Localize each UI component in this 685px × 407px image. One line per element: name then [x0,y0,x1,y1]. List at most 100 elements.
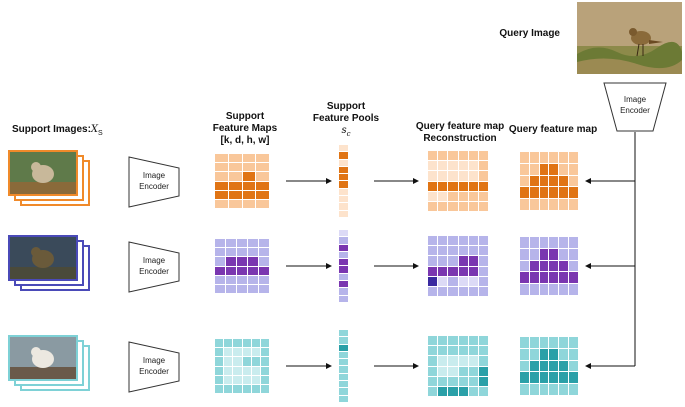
grid-cell [448,246,458,256]
grid-cell [468,161,478,171]
grid-cell [428,201,438,211]
grid-cell [224,339,233,348]
grid-cell [215,199,228,208]
grid-cell [448,236,458,246]
grid-cell [539,248,549,260]
grid-cell [260,348,269,357]
grid-cell [260,366,269,375]
grid-cell [529,360,539,372]
grid-cell [215,172,228,181]
grid-cell [248,257,258,266]
grid-cell [215,375,224,384]
grid-cell [559,152,569,163]
grid-cell [478,246,488,256]
grid-cell [259,239,269,248]
grid-cell [468,376,478,386]
grid-cell [448,201,458,211]
grid-cell [478,346,488,356]
grid-cell [559,348,569,360]
grid-cell [428,346,438,356]
encoder-label-line1: Image [142,171,166,180]
grid-cell [468,151,478,161]
grid-cell [448,266,458,276]
grid-cell [559,384,569,395]
grid-cell [256,181,269,190]
grid-cell [256,163,269,172]
grid-cell [224,375,233,384]
query-feature-map [520,237,578,295]
grid-cell [520,187,529,199]
grid-cell [448,376,458,386]
grid-cell [428,276,438,286]
grid-cell [549,152,559,163]
reconstructed-query-feature-map [428,336,488,396]
grid-cell [242,375,251,384]
grid-cell [478,386,488,396]
query-image-label: Query Image [499,28,560,39]
grid-cell [438,201,448,211]
grid-cell [226,248,236,257]
pool-cell [339,366,348,373]
grid-cell [478,276,488,286]
grid-cell [226,257,236,266]
grid-cell [559,272,569,284]
grid-cell [242,154,256,163]
grid-cell [520,175,529,187]
grid-cell [224,366,233,375]
grid-cell [478,191,488,201]
grid-cell [529,272,539,284]
grid-cell [448,386,458,396]
grid-cell [242,199,256,208]
grid-cell [478,256,488,266]
grid-cell [520,384,529,395]
grid-cell [529,187,539,199]
grid-cell [237,257,247,266]
grid-cell [438,266,448,276]
grid-cell [228,190,242,199]
grid-cell [549,199,559,210]
grid-cell [215,181,228,190]
grid-cell [248,266,258,275]
grid-cell [559,163,569,175]
grid-cell [520,272,529,284]
grid-cell [242,357,251,366]
support-image-stack [8,335,98,401]
grid-cell [428,151,438,161]
grid-cell [569,260,578,272]
grid-cell [529,372,539,384]
grid-cell [559,199,569,210]
support-feature-maps-label: Support Feature Maps [k, d, h, w] [212,111,278,146]
grid-cell [226,275,236,284]
grid-cell [569,152,578,163]
grid-cell [428,236,438,246]
support-feature-pool [339,330,348,402]
grid-cell [428,336,438,346]
grid-cell [458,161,468,171]
grid-cell [224,357,233,366]
pool-cell [339,251,348,259]
support-feature-map [215,154,269,208]
grid-cell [448,366,458,376]
grid-cell [458,201,468,211]
pool-cell [339,152,348,159]
query-image [577,2,682,74]
encoder-label-line1: Image [142,356,166,365]
grid-cell [559,372,569,384]
query-feature-map-label: Query feature map [508,124,598,135]
encoder-label-line2: Encoder [139,267,169,276]
grid-cell [448,286,458,296]
pool-cell [339,166,348,174]
grid-cell [468,171,478,181]
grid-cell [438,236,448,246]
encoder-label-line2: Encoder [139,367,169,376]
grid-cell [251,375,260,384]
grid-cell [468,236,478,246]
grid-cell [468,181,478,191]
support-images-symbol: X [90,124,99,135]
grid-cell [458,246,468,256]
grid-cell [529,152,539,163]
grid-cell [529,237,539,248]
grid-cell [468,356,478,366]
pool-cell [339,359,348,366]
grid-cell [233,339,242,348]
